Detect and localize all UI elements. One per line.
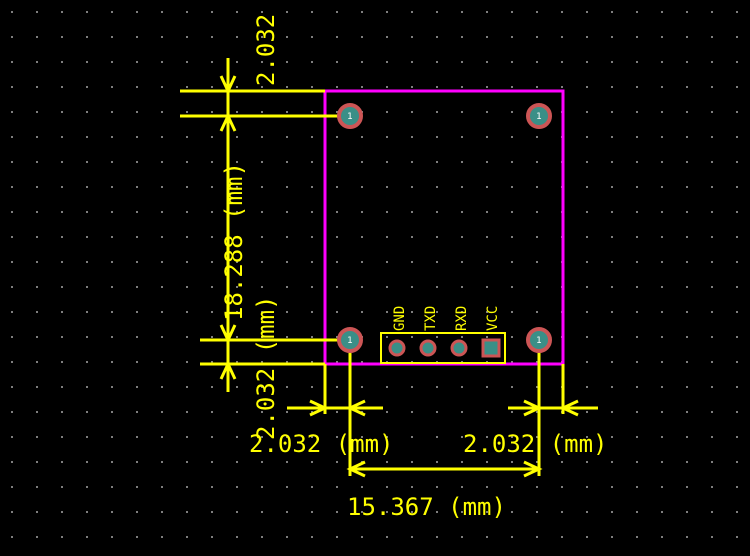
arrow-bl-2	[346, 399, 366, 417]
arrow-left-2	[219, 112, 237, 132]
mount-hole-label: 1	[347, 112, 353, 122]
mount-hole-label: 1	[536, 112, 542, 122]
header-pads	[388, 338, 501, 358]
pin-label-txd: TXD	[423, 306, 439, 331]
mount-hole-bottom-right[interactable]: 1	[526, 327, 552, 353]
mount-hole-label: 1	[536, 336, 542, 346]
pad-vcc-square[interactable]	[481, 338, 501, 358]
arrow-w-2	[523, 460, 543, 478]
pin-label-gnd: GND	[392, 306, 408, 331]
pad-gnd[interactable]	[388, 339, 406, 357]
pad-txd[interactable]	[419, 339, 437, 357]
arrow-left-1	[219, 75, 237, 95]
header-outline[interactable]	[380, 332, 506, 364]
pin-label-vcc: VCC	[485, 306, 501, 331]
pad-rxd[interactable]	[450, 339, 468, 357]
pin-label-rxd: RXD	[454, 306, 470, 331]
dim-label-left-bottom: 2.032 (mm)	[252, 296, 280, 441]
mount-holes: 1 1 1 1	[337, 103, 552, 353]
mount-hole-bottom-left[interactable]: 1	[337, 327, 363, 353]
dim-label-left-height: 18.288 (mm)	[220, 162, 248, 321]
arrow-left-4	[219, 360, 237, 380]
mount-hole-top-left[interactable]: 1	[337, 103, 363, 129]
mount-hole-label: 1	[347, 336, 353, 346]
dimension-lines	[180, 58, 598, 478]
dim-label-bottom-left: 2.032 (mm)	[249, 430, 394, 458]
dim-label-width: 15.367 (mm)	[347, 493, 506, 521]
dim-label-bottom-right: 2.032 (mm)	[463, 430, 608, 458]
mount-hole-top-right[interactable]: 1	[526, 103, 552, 129]
arrow-bl-1	[309, 399, 329, 417]
dim-label-left-top: 2.032 (mm)	[252, 0, 280, 86]
arrow-br-1	[523, 399, 543, 417]
arrow-w-1	[346, 460, 366, 478]
arrow-br-2	[559, 399, 579, 417]
arrow-left-3	[219, 324, 237, 344]
